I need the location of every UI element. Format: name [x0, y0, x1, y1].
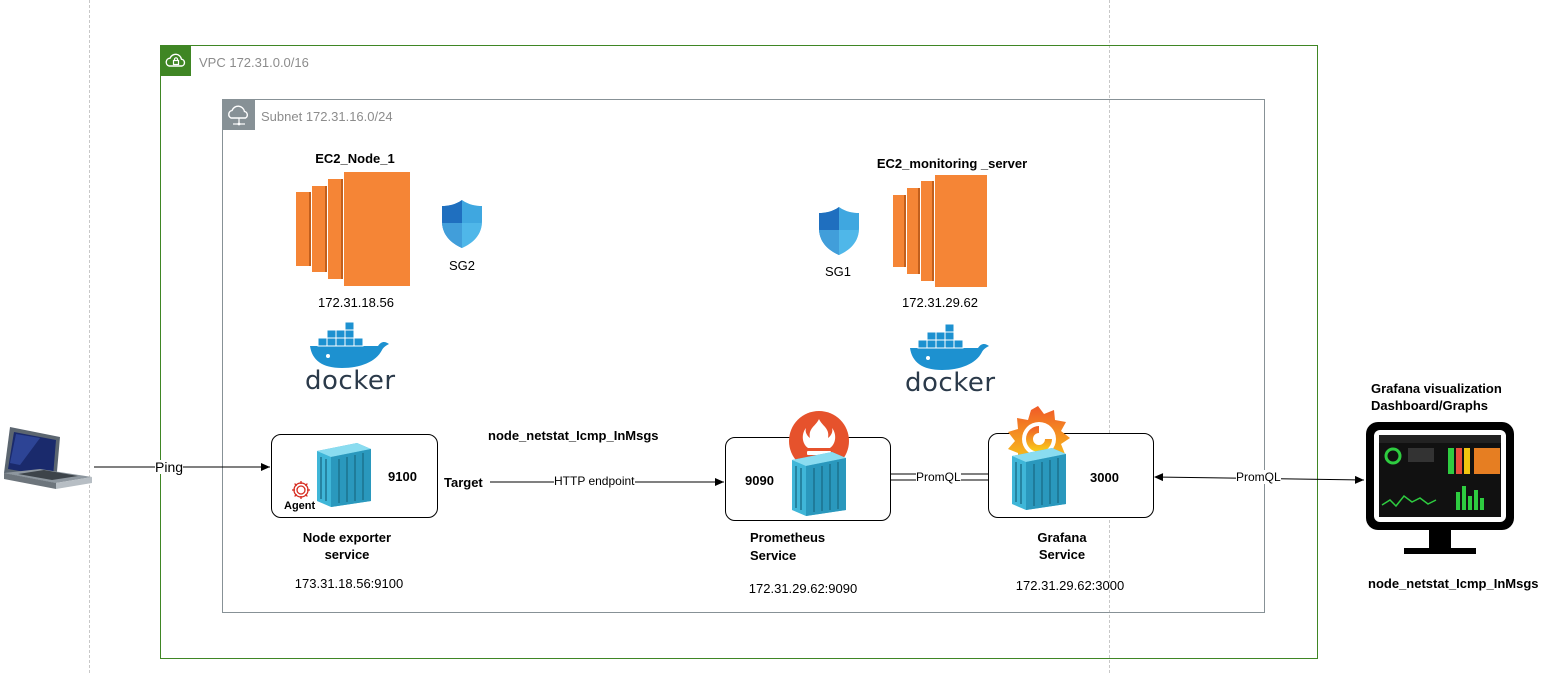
- monitor-dashboard-icon[interactable]: [1364, 420, 1516, 556]
- subnet-cloud-icon: [223, 100, 255, 130]
- subnet-label: Subnet 172.31.16.0/24: [261, 109, 393, 124]
- prometheus-name-line2: Service: [750, 548, 797, 563]
- http-endpoint-label: HTTP endpoint: [554, 474, 635, 488]
- laptop-icon[interactable]: [0, 425, 94, 509]
- vpc-cloud-lock-icon: [161, 46, 191, 76]
- ping-label: Ping: [155, 459, 184, 475]
- node-exporter-name-line2: service: [324, 547, 370, 562]
- guide-line-left: [89, 0, 90, 673]
- ec2-node-1-ip: 172.31.18.56: [318, 295, 394, 310]
- dashboard-metric-label: node_netstat_Icmp_InMsgs: [1368, 576, 1539, 591]
- ec2-monitoring-ip: 172.31.29.62: [902, 295, 978, 310]
- docker-whale-icon: [310, 321, 389, 368]
- promql-label-left: PromQL: [916, 470, 961, 484]
- agent-label: Agent: [284, 500, 316, 512]
- dashboard-title-line2: Dashboard/Graphs: [1371, 398, 1489, 413]
- docker-wordmark: docker: [305, 366, 396, 396]
- container-icon: [792, 452, 846, 516]
- target-label: Target: [444, 475, 483, 490]
- metric-label: node_netstat_Icmp_InMsgs: [488, 428, 659, 443]
- prometheus-name-line1: Prometheus: [750, 530, 826, 545]
- dashboard-title-line1: Grafana visualization: [1371, 381, 1502, 396]
- sg2-label: SG2: [448, 258, 475, 273]
- docker-whale-icon: [910, 323, 989, 370]
- security-group-shield-icon: [819, 207, 859, 255]
- container-icon: [1012, 448, 1066, 510]
- grafana-port: 3000: [1090, 470, 1119, 485]
- grafana-endpoint: 172.31.29.62:3000: [1015, 578, 1125, 593]
- grafana-name-line2: Service: [1038, 547, 1086, 562]
- subnet-group[interactable]: Subnet 172.31.16.0/24: [222, 99, 1265, 613]
- ec2-instance-icon[interactable]: [893, 175, 987, 287]
- promql-label-right: PromQL: [1236, 470, 1281, 484]
- node-exporter-name-line1: Node exporter: [302, 530, 392, 545]
- vpc-group[interactable]: VPC 172.31.0.0/16: [160, 45, 1318, 659]
- ec2-node-1-title: EC2_Node_1: [315, 151, 395, 166]
- container-icon: [317, 443, 371, 507]
- security-group-shield-icon: [442, 200, 482, 248]
- prometheus-endpoint: 172.31.29.62:9090: [748, 581, 858, 596]
- grafana-name-line1: Grafana: [1037, 530, 1087, 545]
- ec2-instance-icon[interactable]: [296, 172, 410, 286]
- guide-line-right: [1109, 0, 1110, 673]
- prometheus-port: 9090: [745, 473, 774, 488]
- docker-wordmark: docker: [905, 368, 996, 398]
- agent-gear-icon: [292, 481, 310, 499]
- node-exporter-endpoint: 173.31.18.56:9100: [294, 576, 404, 591]
- node-exporter-port: 9100: [388, 469, 417, 484]
- sg1-label: SG1: [824, 264, 851, 279]
- vpc-label: VPC 172.31.0.0/16: [199, 55, 309, 70]
- ec2-monitoring-title: EC2_monitoring _server: [876, 156, 1028, 171]
